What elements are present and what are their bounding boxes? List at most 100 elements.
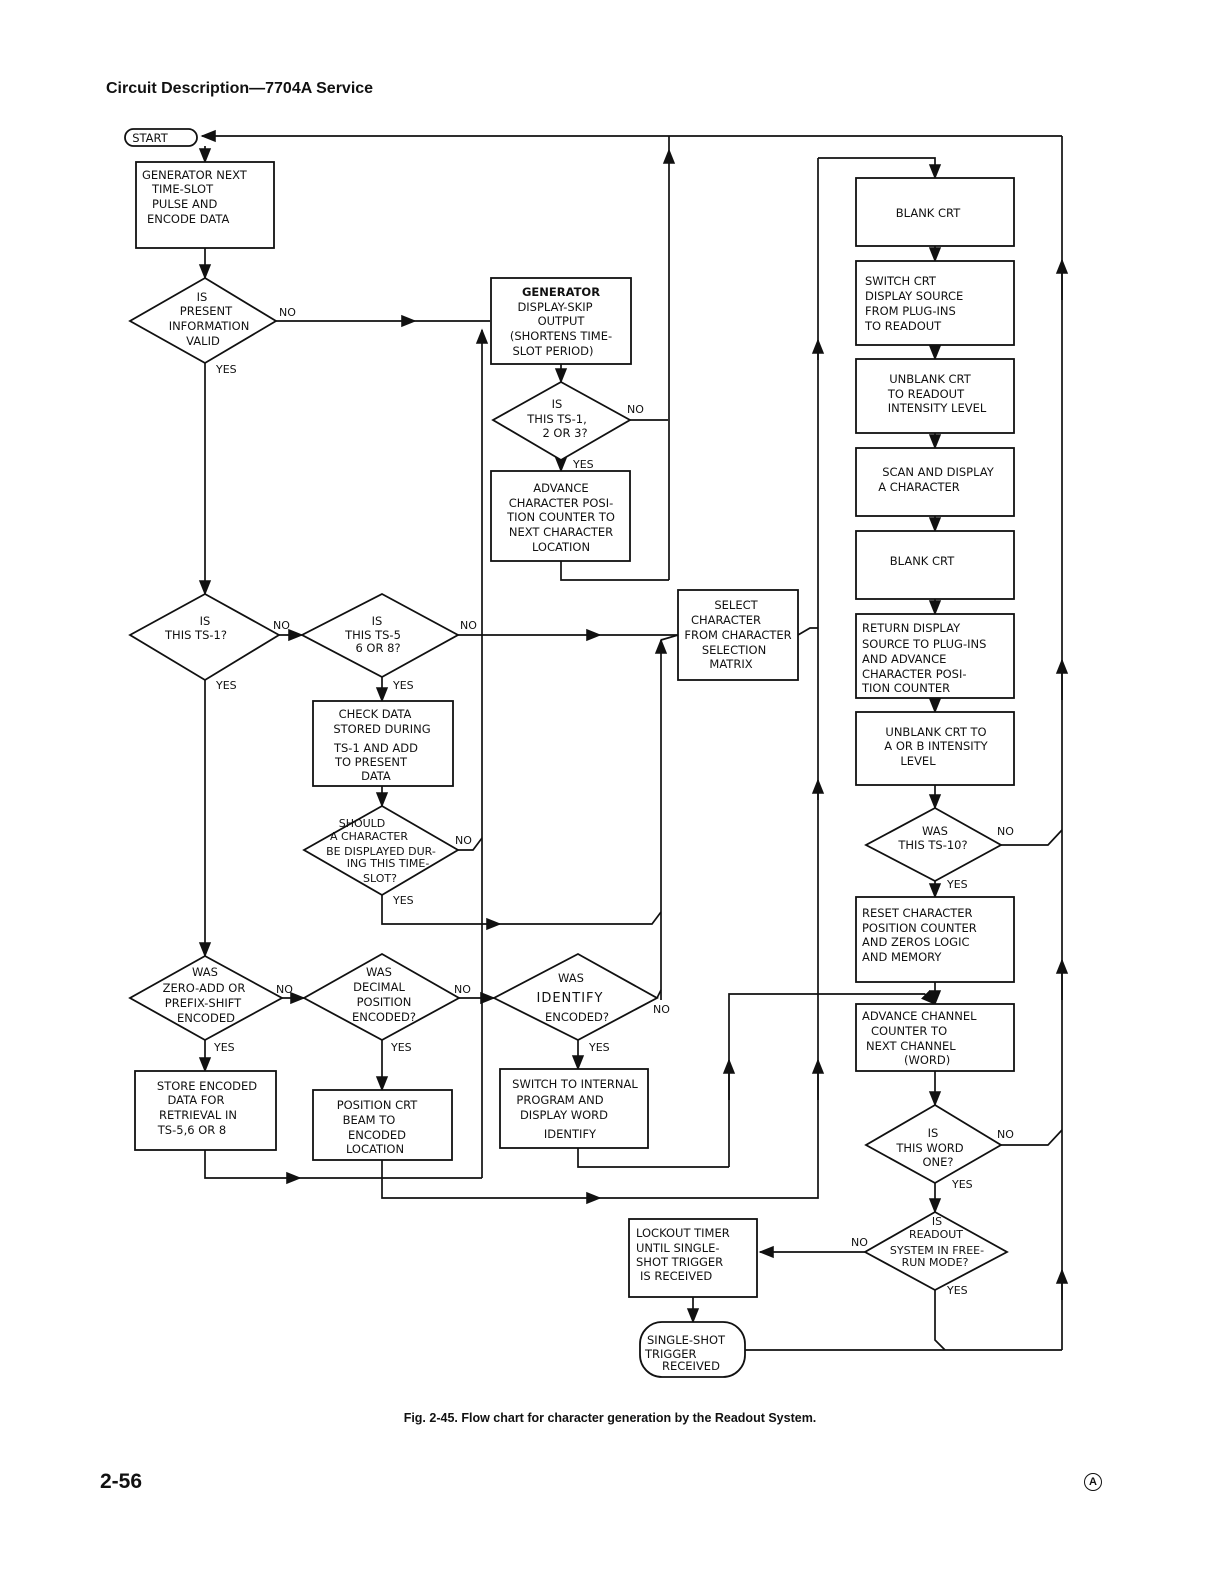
- line: ENCODED?: [352, 1010, 416, 1024]
- line: SOURCE TO PLUG-INS: [862, 637, 986, 651]
- line: SYSTEM IN FREE-: [890, 1244, 984, 1257]
- line: ENCODED: [348, 1128, 406, 1142]
- line: TO READOUT: [864, 319, 942, 333]
- line: DISPLAY SOURCE: [865, 289, 963, 303]
- process-switch-crt-display-source: SWITCH CRT DISPLAY SOURCE FROM PLUG-INS …: [855, 260, 1015, 346]
- line: BEAM TO: [343, 1113, 396, 1127]
- line: MATRIX: [709, 657, 752, 671]
- line: POSITION COUNTER: [862, 921, 977, 935]
- line: AND ZEROS LOGIC: [862, 935, 970, 949]
- no-label: NO: [997, 1128, 1014, 1141]
- line: NEXT CHANNEL: [866, 1039, 956, 1053]
- yes-label: YES: [572, 458, 594, 471]
- no-label: NO: [454, 983, 471, 996]
- yes-label: YES: [588, 1041, 610, 1054]
- line: ONE?: [922, 1155, 953, 1169]
- line: (SHORTENS TIME-: [510, 329, 612, 343]
- line: POSITION: [357, 995, 412, 1009]
- no-label: NO: [851, 1236, 868, 1249]
- decision-ts-5-6-8: IS THIS TS-5 6 OR 8?: [300, 592, 460, 679]
- line: LOCATION: [532, 540, 590, 554]
- line: BLANK CRT: [896, 206, 961, 220]
- yes-label: YES: [951, 1178, 973, 1191]
- process-store-encoded-data: STORE ENCODED DATA FOR RETRIEVAL IN TS-5…: [134, 1070, 277, 1151]
- line: IS: [928, 1126, 939, 1140]
- no-label: NO: [460, 619, 477, 632]
- line: SHOT TRIGGER: [636, 1255, 723, 1269]
- line: WAS: [192, 965, 218, 979]
- line: CHARACTER POSI-: [509, 496, 614, 510]
- decision-word-one: IS THIS WORD ONE?: [864, 1103, 1003, 1185]
- page-number: 2-56: [100, 1470, 143, 1493]
- line: ADVANCE: [533, 481, 588, 495]
- yes-label: YES: [215, 363, 237, 376]
- line: UNBLANK CRT: [889, 372, 971, 386]
- line: COUNTER TO: [871, 1024, 947, 1038]
- line: RETURN DISPLAY: [862, 621, 961, 635]
- line: ENCODE DATA: [147, 212, 229, 226]
- process-check-data: CHECK DATA STORED DURING TS-1 AND ADD TO…: [312, 700, 454, 787]
- line: AND ADVANCE: [862, 652, 946, 666]
- line: READOUT: [909, 1228, 963, 1241]
- revision-mark: A: [1084, 1473, 1102, 1491]
- line: PROGRAM AND: [516, 1093, 603, 1107]
- line: TS-1 AND ADD: [333, 741, 418, 755]
- yes-label: YES: [946, 1284, 968, 1297]
- line: DATA FOR: [168, 1093, 225, 1107]
- yes-label: YES: [946, 878, 968, 891]
- line: LOCATION: [346, 1142, 404, 1156]
- page-header: Circuit Description—7704A Service: [106, 80, 374, 97]
- line: IS RECEIVED: [640, 1269, 712, 1283]
- line: UNTIL SINGLE-: [636, 1241, 720, 1255]
- line: PREFIX-SHIFT: [165, 996, 242, 1010]
- line: OUTPUT: [538, 314, 586, 328]
- line: DATA: [361, 769, 391, 783]
- process-generator-display-skip: GENERATOR DISPLAY-SKIP OUTPUT (SHORTENS …: [490, 277, 632, 365]
- line: SWITCH TO INTERNAL: [512, 1077, 638, 1091]
- process-reset-character-position: RESET CHARACTER POSITION COUNTER AND ZER…: [855, 896, 1015, 983]
- no-label: NO: [276, 983, 293, 996]
- decision-ts-1-2-3: IS THIS TS-1, 2 OR 3?: [491, 380, 632, 462]
- line: TO PRESENT: [334, 755, 408, 769]
- line: FROM PLUG-INS: [865, 304, 956, 318]
- process-advance-character-position: ADVANCE CHARACTER POSI- TION COUNTER TO …: [490, 470, 631, 562]
- yes-label: YES: [215, 679, 237, 692]
- line: SLOT PERIOD): [512, 344, 593, 358]
- line: THIS TS-1,: [526, 412, 586, 426]
- line: GENERATOR NEXT: [142, 168, 248, 182]
- decision-free-run-mode: IS READOUT SYSTEM IN FREE- RUN MODE?: [863, 1210, 1009, 1292]
- line: DISPLAY-SKIP: [517, 300, 592, 314]
- connectors: [198, 129, 1069, 1351]
- line: RECEIVED: [662, 1359, 720, 1373]
- line: RETRIEVAL IN: [159, 1108, 237, 1122]
- line: TION COUNTER: [861, 681, 950, 695]
- process-select-character: SELECT CHARACTER FROM CHARACTER SELECTIO…: [677, 589, 799, 681]
- process-return-display-source: RETURN DISPLAY SOURCE TO PLUG-INS AND AD…: [855, 613, 1015, 699]
- line: SLOT?: [363, 872, 397, 885]
- process-unblank-crt-ab: UNBLANK CRT TO A OR B INTENSITY LEVEL: [855, 711, 1015, 786]
- line: ING THIS TIME-: [347, 857, 430, 870]
- decision-identify-encoded: WAS IDENTIFY ENCODED?: [492, 952, 659, 1042]
- line: INTENSITY LEVEL: [888, 401, 987, 415]
- yes-label: YES: [390, 1041, 412, 1054]
- line: CHECK DATA: [339, 707, 412, 721]
- line: DECIMAL: [353, 980, 405, 994]
- decision-zero-add-prefix-shift: WAS ZERO-ADD OR PREFIX-SHIFT ENCODED: [128, 954, 284, 1042]
- line: CHARACTER: [691, 613, 761, 627]
- line: FROM CHARACTER: [684, 628, 791, 642]
- line: SELECT: [714, 598, 758, 612]
- process-advance-channel-counter: ADVANCE CHANNEL COUNTER TO NEXT CHANNEL …: [855, 1003, 1015, 1072]
- line: (WORD): [904, 1053, 950, 1067]
- start-terminal: START: [124, 128, 198, 147]
- line: IS: [932, 1215, 942, 1228]
- line: IS: [372, 614, 383, 628]
- line: THIS TS-5: [344, 628, 401, 642]
- line: RUN MODE?: [902, 1256, 969, 1269]
- line: SINGLE-SHOT: [647, 1333, 726, 1347]
- no-label: NO: [997, 825, 1014, 838]
- no-label: NO: [279, 306, 296, 319]
- line: AND MEMORY: [862, 950, 942, 964]
- line: WAS: [366, 965, 392, 979]
- decision-ts-10: WAS THIS TS-10?: [864, 806, 1003, 883]
- branch-labels: NO YES NO YES NO YES NO YES NO YES NO YE…: [213, 306, 1014, 1297]
